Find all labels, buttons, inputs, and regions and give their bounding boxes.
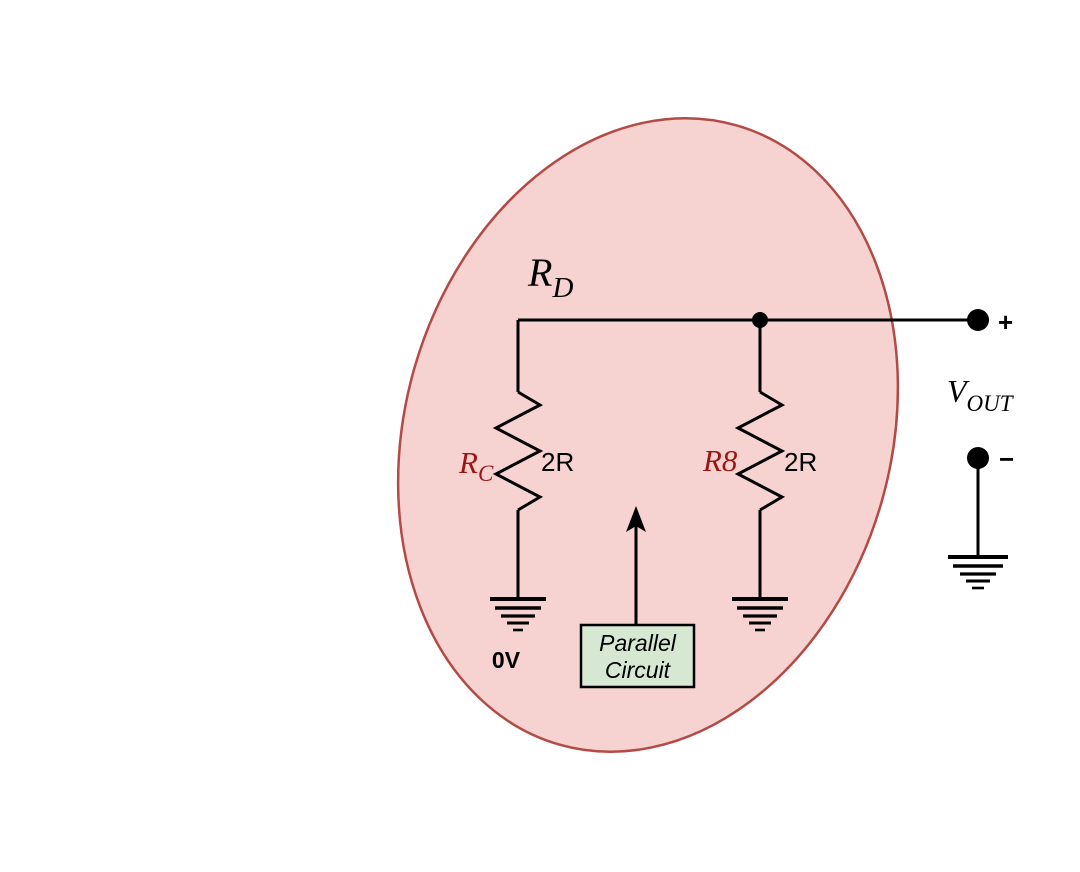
callout-box: Parallel Circuit bbox=[579, 623, 696, 689]
output-minus-sign: − bbox=[999, 444, 1014, 474]
junction-node-dot bbox=[752, 312, 768, 328]
output-voltage-label: VOUT bbox=[947, 373, 1015, 416]
resistor-name-left-base: R bbox=[458, 445, 478, 480]
callout-arrow-head bbox=[626, 506, 646, 532]
resistor-name-left: RC bbox=[458, 445, 494, 486]
callout-arrow bbox=[626, 506, 646, 626]
resistor-value-right: 2R bbox=[784, 447, 817, 477]
left-resistor-zigzag bbox=[492, 390, 544, 512]
ground-label-left: 0V bbox=[492, 647, 521, 673]
output-plus-terminal-dot bbox=[967, 309, 989, 331]
callout-text-line2: Circuit bbox=[605, 657, 672, 683]
parallel-group-highlight bbox=[396, 117, 900, 753]
output-voltage-base: V bbox=[947, 373, 970, 409]
right-branch bbox=[734, 320, 786, 598]
group-label-subscript: D bbox=[551, 272, 573, 304]
output-plus-sign: + bbox=[998, 307, 1013, 337]
ground-symbol-left bbox=[490, 597, 546, 632]
left-branch bbox=[492, 320, 544, 598]
resistor-name-right: R8 bbox=[702, 443, 738, 478]
ground-symbol-output bbox=[948, 555, 1008, 590]
right-resistor-zigzag bbox=[734, 390, 786, 512]
ground-symbol-right bbox=[732, 597, 788, 632]
highlight-ellipse bbox=[396, 117, 900, 753]
callout-text-line1: Parallel bbox=[599, 630, 677, 656]
callout-box-rect bbox=[579, 623, 696, 689]
resistor-value-left: 2R bbox=[541, 447, 574, 477]
resistor-name-left-subscript: C bbox=[478, 461, 494, 486]
output-voltage-subscript: OUT bbox=[967, 391, 1015, 416]
group-label-base: R bbox=[527, 250, 552, 295]
resistor-name-right-base: R8 bbox=[702, 443, 738, 478]
group-label-R-D: RD bbox=[527, 250, 573, 304]
